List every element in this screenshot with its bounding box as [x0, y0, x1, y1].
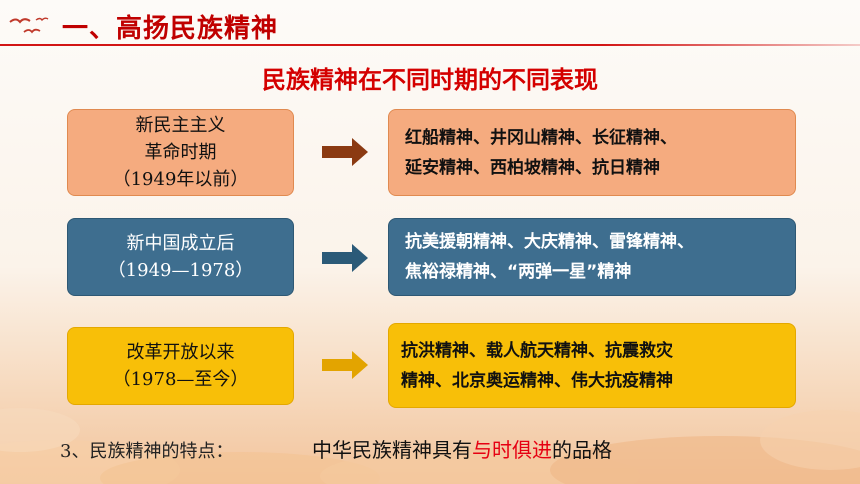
spirits-box-new-democratic: 红船精神、井冈山精神、长征精神、 延安精神、西柏坡精神、抗日精神	[388, 109, 796, 196]
period-line: （1978—至今）	[112, 369, 249, 390]
spirits-line: 延安精神、西柏坡精神、抗日精神	[405, 157, 660, 178]
spirits-line: 抗洪精神、载人航天精神、抗震救灾	[401, 340, 673, 361]
spirits-box-reform: 抗洪精神、载人航天精神、抗震救灾 精神、北京奥运精神、伟大抗疫精神	[388, 323, 796, 408]
spirits-line: 抗美援朝精神、大庆精神、雷锋精神、	[405, 232, 694, 252]
statement-highlight: 与时俱进	[472, 438, 552, 462]
statement-suffix: 的品格	[552, 438, 612, 462]
characteristics-statement: 中华民族精神具有与时俱进的品格	[312, 434, 612, 463]
period-line: 新中国成立后	[126, 233, 235, 254]
spirits-line: 焦裕禄精神、“两弹一星”精神	[405, 262, 632, 282]
period-line: （1949—1978）	[107, 260, 254, 281]
period-line: 改革开放以来	[126, 342, 235, 363]
arrow-right-icon	[322, 351, 368, 379]
spirits-line: 精神、北京奥运精神、伟大抗疫精神	[401, 370, 673, 391]
spirits-line: 红船精神、井冈山精神、长征精神、	[405, 127, 677, 148]
subtitle: 民族精神在不同时期的不同表现	[262, 66, 598, 94]
statement-prefix: 中华民族精神具有	[312, 438, 472, 462]
title-underline	[0, 44, 860, 46]
period-box-reform: 改革开放以来 （1978—至今）	[67, 327, 294, 405]
period-box-new-democratic: 新民主主义 革命时期 （1949年以前）	[67, 109, 294, 196]
arrow-right-icon	[322, 138, 368, 166]
period-box-new-china: 新中国成立后 （1949—1978）	[67, 218, 294, 296]
title-bar: 一、高扬民族精神	[0, 0, 860, 52]
period-line: （1949年以前）	[112, 169, 249, 190]
period-line: 新民主主义	[135, 115, 226, 136]
characteristics-label: 3、民族精神的特点：	[60, 441, 234, 462]
period-line: 革命时期	[144, 142, 217, 163]
page-title: 一、高扬民族精神	[62, 14, 279, 44]
arrow-right-icon	[322, 244, 368, 272]
birds-icon	[9, 17, 49, 34]
spirits-box-new-china: 抗美援朝精神、大庆精神、雷锋精神、 焦裕禄精神、“两弹一星”精神	[388, 218, 796, 296]
